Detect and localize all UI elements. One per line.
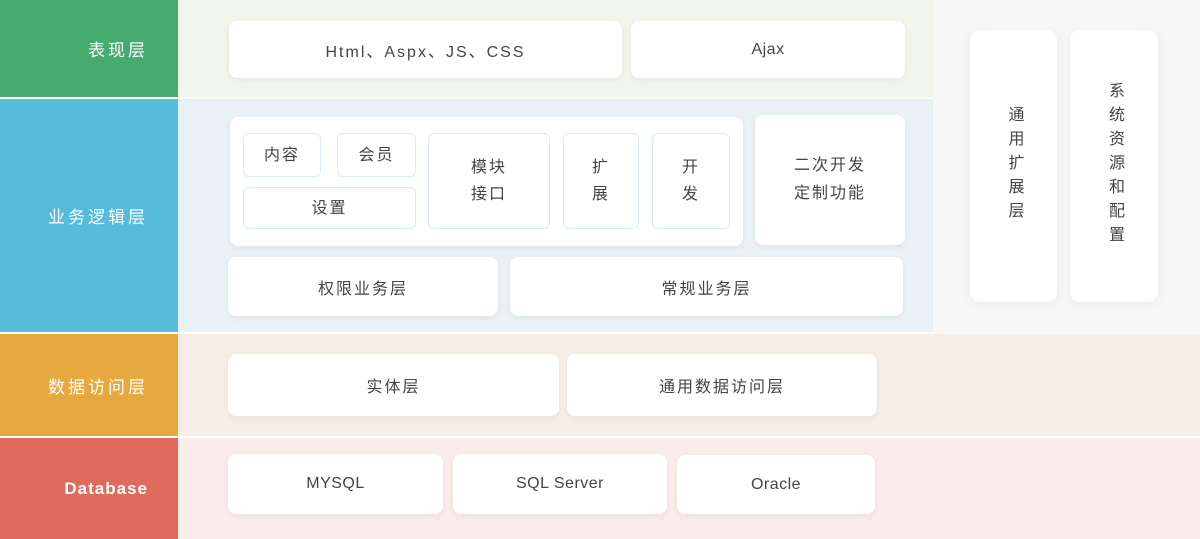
generic-data-access-label: 通用数据访问层	[659, 373, 785, 397]
module-interface-line1: 模块	[471, 154, 507, 181]
mysql-box: MYSQL	[228, 454, 443, 514]
entity-layer-label: 实体层	[366, 373, 420, 397]
web-technologies-label: Html、Aspx、JS、CSS	[325, 38, 525, 62]
development-line1: 开	[682, 154, 700, 181]
web-technologies-box: Html、Aspx、JS、CSS	[229, 21, 622, 78]
general-business-label: 常规业务层	[661, 275, 751, 299]
sql-server-box: SQL Server	[453, 454, 667, 514]
secondary-development-line1: 二次开发	[794, 152, 866, 180]
ajax-box: Ajax	[631, 21, 905, 78]
sidebar-label-business: 业务逻辑层	[0, 99, 178, 332]
permission-business-box: 权限业务层	[228, 257, 498, 316]
extension-line2: 展	[592, 181, 610, 208]
secondary-development-line2: 定制功能	[794, 180, 866, 208]
database-layer-label: Database	[64, 479, 148, 499]
development-line2: 发	[682, 181, 700, 208]
oracle-label: Oracle	[751, 476, 801, 494]
general-extension-layer-label: 通用扩展层	[1002, 106, 1026, 226]
permission-business-label: 权限业务层	[318, 275, 408, 299]
sidebar-label-database: Database	[0, 438, 178, 539]
secondary-development-box: 二次开发 定制功能	[755, 115, 905, 245]
module-interface-line2: 接口	[471, 181, 507, 208]
settings-module-label: 设置	[311, 195, 347, 222]
extension-module-box: 扩 展	[563, 133, 639, 229]
content-module-label: 内容	[264, 142, 300, 169]
system-resources-config-label: 系统资源和配置	[1102, 82, 1126, 250]
content-module-box: 内容	[243, 133, 321, 177]
generic-data-access-box: 通用数据访问层	[567, 354, 877, 416]
member-module-box: 会员	[337, 133, 416, 177]
general-extension-layer-box: 通用扩展层	[970, 30, 1057, 302]
development-module-box: 开 发	[652, 133, 730, 229]
sidebar-label-presentation: 表现层	[0, 0, 178, 97]
settings-module-box: 设置	[243, 187, 416, 229]
data-access-layer-label: 数据访问层	[48, 373, 148, 398]
sql-server-label: SQL Server	[516, 475, 604, 493]
member-module-label: 会员	[358, 142, 394, 169]
extension-line1: 扩	[592, 154, 610, 181]
system-resources-config-box: 系统资源和配置	[1070, 30, 1158, 302]
sidebar-label-data-access: 数据访问层	[0, 334, 178, 436]
mysql-label: MYSQL	[306, 475, 365, 493]
ajax-label: Ajax	[751, 41, 784, 59]
entity-layer-box: 实体层	[228, 354, 559, 416]
general-business-box: 常规业务层	[510, 257, 903, 316]
oracle-box: Oracle	[677, 455, 875, 514]
business-layer-label: 业务逻辑层	[48, 203, 148, 228]
presentation-layer-label: 表现层	[88, 36, 148, 61]
module-interface-box: 模块 接口	[428, 133, 550, 229]
